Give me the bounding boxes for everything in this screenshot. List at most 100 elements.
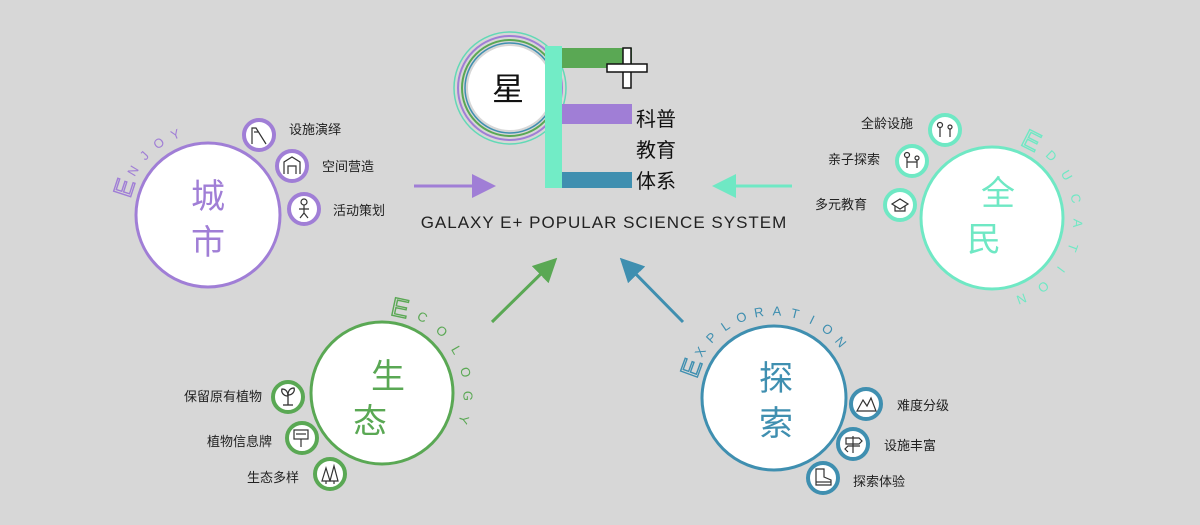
ecology-feature-2: 植物信息牌 [207, 421, 319, 455]
education-arc-letter: D [1043, 147, 1060, 164]
ecology-feature-2-label: 植物信息牌 [207, 434, 272, 450]
education-arc-letter: N [1014, 290, 1028, 307]
enjoy-arc-letter: O [150, 134, 167, 152]
education-arc-letter: U [1058, 167, 1076, 183]
ecology-arc-letter: L [448, 343, 465, 357]
e-bar-middle [562, 104, 632, 124]
ecology-feature-3-label: 生态多样 [247, 470, 299, 486]
node-exploration-circle [700, 324, 848, 472]
node-education-char-1: 全 [981, 174, 1015, 214]
enjoy-arc-letter: Y [169, 126, 183, 143]
slide-icon [251, 127, 267, 145]
education-arc-letter: T [1064, 241, 1081, 254]
education-feature-1: 全龄设施 [861, 113, 962, 147]
e-bar-top [562, 48, 632, 68]
ecology-arc-letter: G [460, 391, 475, 402]
exploration-arc-letter: N [832, 334, 850, 351]
education-arc-letter: I [1054, 264, 1068, 276]
exploration-arc-letter: L [718, 318, 732, 334]
exploration-feature-3-label: 探索体验 [853, 474, 905, 490]
playground-icon [283, 156, 301, 174]
exploration-arc-letter: P [703, 329, 720, 346]
center-line-1: 科普 [636, 107, 676, 131]
ecology-feature-3: 生态多样 [247, 457, 347, 491]
enjoy-arc-letter: N [124, 163, 142, 179]
center-line-2: 教育 [636, 138, 676, 162]
arrow-ecology [490, 257, 558, 324]
education-icon-ring [883, 188, 917, 222]
education-feature-3: 多元教育 [815, 188, 917, 222]
education-feature-3-label: 多元教育 [815, 197, 867, 213]
enjoy-feature-3: 活动策划 [287, 192, 385, 226]
signpost-icon [844, 436, 863, 453]
node-education-char-2: 民 [967, 220, 1001, 260]
education-arc-letter: O [1035, 278, 1052, 296]
exploration-arc-letter: I [807, 312, 817, 327]
e-bar-vertical [545, 46, 562, 188]
plus-icon [606, 47, 648, 89]
exploration-arc-letter: T [789, 305, 800, 321]
logo-ring-outer [453, 31, 567, 145]
all-ages-icon-ring [928, 113, 962, 147]
e-bar-bottom [562, 172, 632, 188]
enjoy-feature-1-label: 设施演绎 [289, 122, 341, 138]
ecology-arc-letter: C [415, 308, 430, 326]
education-arc-letter: C [1067, 192, 1084, 205]
boot-icon [815, 468, 832, 486]
exploration-feature-1-label: 难度分级 [897, 398, 949, 414]
slide-icon-ring [242, 118, 276, 152]
education-feature-2-label: 亲子探索 [828, 153, 880, 168]
node-enjoy-char-1: 城 [191, 177, 225, 217]
ecology-arc-letter: O [433, 322, 451, 340]
ecology-feature-1: 保留原有植物 [184, 380, 305, 414]
logo-disc [468, 46, 552, 130]
node-ecology-char-2: 态 [353, 402, 387, 442]
education-icon [890, 198, 910, 212]
star-char: 星 [492, 70, 524, 108]
node-education-circle [919, 145, 1065, 291]
education-arc-letter: A [1070, 218, 1086, 228]
difficulty-icon [855, 396, 877, 412]
exploration-arc-letter: A [772, 303, 782, 318]
ecology-arc-letter: E [389, 291, 412, 324]
ecology-feature-1-label: 保留原有植物 [184, 390, 262, 405]
node-enjoy-char-2: 市 [191, 223, 225, 263]
activity-icon [299, 198, 309, 219]
ecology-arc-letter: O [457, 365, 474, 378]
exploration-arc-letter: O [819, 320, 836, 338]
exploration-feature-1: 难度分级 [849, 387, 949, 421]
boot-icon-ring [806, 461, 840, 495]
center-subtitle: GALAXY E+ POPULAR SCIENCE SYSTEM [421, 213, 788, 232]
node-enjoy-circle [134, 141, 282, 289]
ecology-arc-letter: Y [455, 413, 472, 426]
enjoy-arc-letter: J [137, 148, 152, 163]
arrow-exploration [619, 257, 685, 324]
family-icon-ring [895, 144, 929, 178]
enjoy-feature-2-label: 空间营造 [322, 160, 374, 175]
node-exploration-char-2: 索 [759, 404, 793, 444]
plant-sign-icon [293, 429, 309, 447]
forest-icon-ring [313, 457, 347, 491]
enjoy-feature-3-label: 活动策划 [333, 203, 385, 219]
plant-sign-icon-ring [285, 421, 319, 455]
exploration-arc-letter: O [734, 308, 749, 326]
education-feature-1-label: 全龄设施 [861, 116, 913, 132]
sprout-icon [281, 387, 295, 406]
node-ecology-char-1: 生 [371, 357, 405, 397]
enjoy-feature-1: 设施演绎 [242, 118, 341, 152]
center-logo: 星 科普 教育 体系 GALAXY E+ POPULAR SCIENCE SYS… [421, 31, 788, 232]
enjoy-feature-2: 空间营造 [275, 149, 374, 183]
exploration-arc-letter: R [753, 304, 765, 320]
family-icon [903, 151, 920, 168]
exploration-feature-2-label: 设施丰富 [884, 438, 936, 454]
education-feature-2: 亲子探索 [828, 144, 929, 178]
exploration-feature-2: 设施丰富 [836, 427, 936, 461]
exploration-feature-3: 探索体验 [806, 461, 905, 495]
all-ages-icon [936, 121, 953, 137]
center-line-3: 体系 [636, 169, 676, 193]
